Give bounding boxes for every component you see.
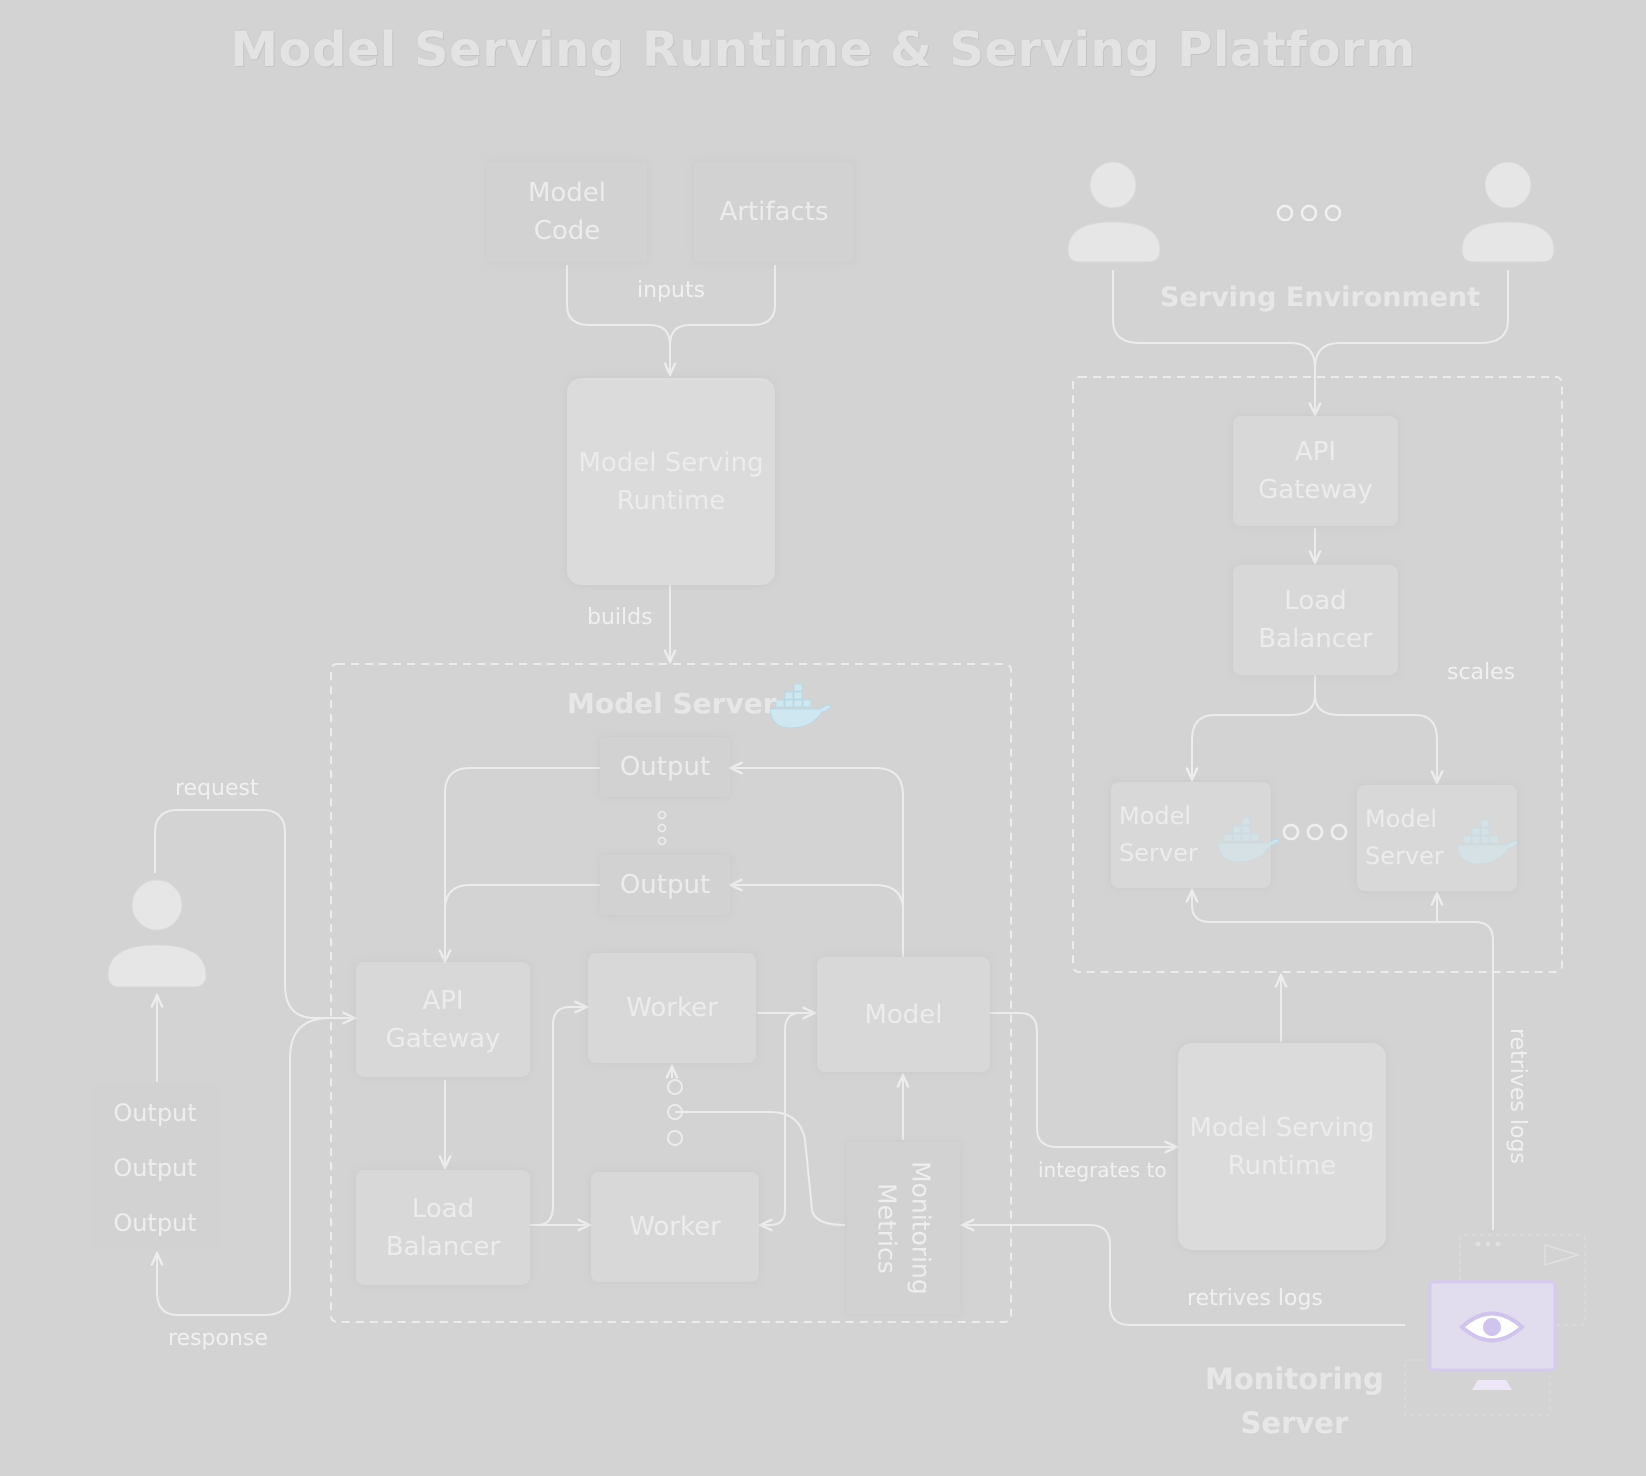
connector-model-to-output-bottom	[730, 885, 904, 911]
connector-worker-dots-to-metrics	[675, 1111, 846, 1226]
connector-user-right-to-env	[1314, 270, 1509, 369]
connector-lb-to-worker-top	[530, 1007, 587, 1226]
user-icon-left	[1067, 161, 1161, 263]
env-model-server-right: Model Server	[1357, 785, 1517, 891]
connector-output-top-to-gateway	[445, 767, 600, 962]
connector-model-to-output-top	[730, 768, 904, 957]
user-icon-client	[107, 879, 207, 988]
page-title: Model Serving Runtime & Serving Platform	[230, 22, 1416, 78]
env-api-gateway-box: API Gateway	[1233, 416, 1398, 526]
retrieves-logs-label-right: retrives logs	[1505, 1028, 1530, 1164]
connector-model-to-worker-bottom	[760, 1012, 815, 1225]
monitoring-server-label: Monitoring Server	[1205, 1362, 1384, 1440]
env-model-server-left-label: Model Server	[1119, 802, 1198, 867]
connector-monitoring-to-env-servers	[1192, 890, 1494, 1230]
model-serving-runtime-bottom: Model Serving Runtime	[1178, 1043, 1386, 1250]
users-ellipsis-icon	[1276, 204, 1342, 222]
connector-env-lb-to-server-right	[1314, 694, 1437, 783]
scales-label: scales	[1447, 660, 1516, 685]
monitoring-metrics-label: Monitoring Metrics	[872, 1161, 936, 1295]
serving-environment-label: Serving Environment	[1160, 282, 1481, 313]
client-output-stack: Output Output Output	[90, 1085, 220, 1250]
monitoring-metrics-box: Monitoring Metrics	[847, 1142, 960, 1314]
response-label: response	[168, 1326, 268, 1351]
request-label: request	[175, 776, 259, 801]
integrates-to-label: integrates to	[1038, 1158, 1167, 1182]
client-output-3: Output	[113, 1208, 197, 1237]
docker-whale-icon-model-server	[769, 683, 833, 729]
connector-artifacts-to-runtime	[669, 265, 776, 346]
user-icon-right	[1461, 161, 1555, 263]
connector-request	[154, 809, 355, 1018]
connector-user-left-to-env	[1112, 270, 1315, 415]
artifacts-box: Artifacts	[694, 162, 854, 262]
builds-label: builds	[587, 605, 653, 630]
worker-box-bottom: Worker	[591, 1172, 759, 1282]
model-code-box: Model Code	[487, 162, 647, 262]
serving-environment-container	[1072, 376, 1563, 973]
output-box-bottom: Output	[600, 855, 730, 915]
client-output-2: Output	[113, 1153, 197, 1182]
worker-ellipsis-icon	[667, 1079, 683, 1146]
env-model-server-right-label: Model Server	[1365, 805, 1444, 870]
model-server-container	[330, 663, 1012, 1323]
connector-output-bottom-to-gateway	[444, 884, 600, 911]
output-ellipsis-icon	[657, 810, 667, 846]
output-box-top: Output	[600, 737, 730, 797]
load-balancer-box: Load Balancer	[356, 1170, 530, 1285]
model-server-title: Model Server	[567, 687, 777, 720]
model-box: Model	[817, 957, 990, 1072]
connector-response	[157, 1017, 355, 1316]
connector-model-to-runtime	[990, 1012, 1177, 1147]
env-model-server-left: Model Server	[1111, 782, 1271, 888]
env-load-balancer-box: Load Balancer	[1233, 565, 1398, 675]
monitor-eye-icon	[1404, 1234, 1586, 1416]
client-output-1: Output	[113, 1098, 197, 1127]
worker-box-top: Worker	[588, 953, 756, 1063]
connector-model-code-to-runtime	[566, 265, 670, 375]
inputs-label: inputs	[637, 278, 706, 303]
connector-monitoring-to-metrics	[962, 1225, 1405, 1326]
servers-ellipsis-icon	[1282, 823, 1348, 841]
connector-env-lb-to-server-left	[1192, 675, 1316, 780]
model-serving-runtime-top: Model Serving Runtime	[567, 378, 775, 585]
api-gateway-box: API Gateway	[356, 962, 530, 1077]
retrieves-logs-label-bottom: retrives logs	[1187, 1286, 1323, 1311]
